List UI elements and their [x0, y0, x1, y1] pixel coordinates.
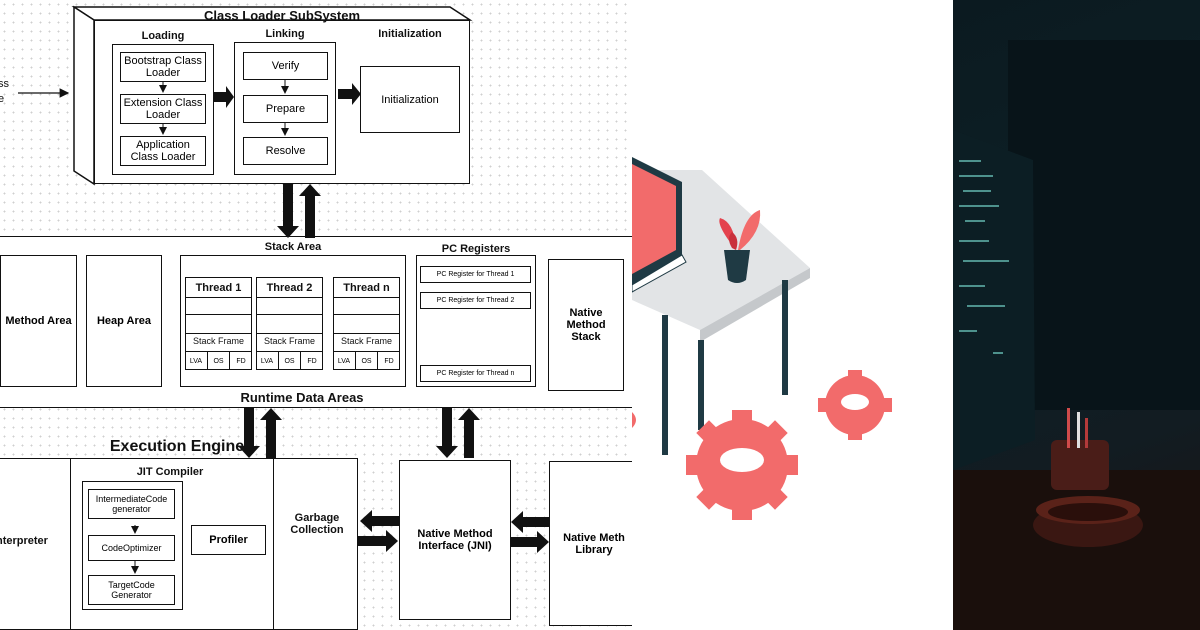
stack-frame-label: Stack Frame [340, 336, 392, 346]
edge-label-bottom: e [0, 93, 5, 105]
thread-1-divider [185, 314, 252, 315]
application-class-loader: Application Class Loader [120, 136, 206, 166]
stack-frame-label: Stack Frame [192, 336, 244, 346]
left-monitor [953, 130, 1035, 470]
stack-frame-label: Stack Frame [263, 336, 315, 346]
native-method-library: Native Meth Library [549, 461, 632, 626]
pc-register-thread-n: PC Register for Thread n [420, 365, 531, 382]
interpreter-label: nterpreter [0, 535, 48, 547]
thread-2-divider [256, 314, 323, 315]
verify-step: Verify [243, 52, 328, 80]
lva-cell: LVA [337, 357, 351, 365]
thread-column-n [333, 277, 400, 370]
pen-holder [1051, 408, 1109, 490]
prepare-step: Prepare [243, 95, 328, 123]
thread-2-divider [256, 297, 323, 298]
desk-leg [782, 280, 788, 395]
resolve-step: Resolve [243, 137, 328, 165]
fd-cell: FD [229, 352, 252, 370]
thread-n-divider [333, 314, 400, 315]
thread-2-divider [256, 333, 323, 334]
profiler: Profiler [191, 525, 266, 555]
heap-area: Heap Area [86, 255, 162, 387]
gear-fragment [632, 412, 636, 428]
large-gear [686, 410, 798, 520]
os-cell: OS [207, 352, 229, 370]
up-arrow-class-loader [299, 184, 321, 238]
desk-illustration-svg [632, 157, 892, 520]
pc-register-thread-1: PC Register for Thread 1 [420, 266, 531, 283]
monitor-screen [632, 164, 676, 274]
code-lines [959, 160, 1009, 354]
down-arrow-jni [436, 408, 458, 458]
initialization-label: Initialization [378, 28, 442, 40]
thread-n-divider [333, 297, 400, 298]
jni-to-lib-arrow [511, 531, 549, 553]
pc-registers-label: PC Registers [441, 243, 511, 255]
desk-illustration [632, 0, 953, 630]
plant-leaf [729, 232, 738, 250]
class-loader-title: Class Loader SubSystem [203, 8, 361, 23]
extension-class-loader: Extension Class Loader [120, 94, 206, 124]
runtime-title: Runtime Data Areas [240, 390, 364, 405]
method-area: Method Area [0, 255, 77, 387]
pc-register-thread-2: PC Register for Thread 2 [420, 292, 531, 309]
frame-cells: LVA OS FD [333, 351, 400, 371]
stack-area-label: Stack Area [264, 241, 322, 253]
thread-1-label: Thread 1 [195, 282, 242, 294]
bootstrap-class-loader: Bootstrap Class Loader [120, 52, 206, 82]
os-cell: OS [278, 352, 300, 370]
down-arrow-class-loader [277, 184, 299, 238]
garbage-collection: Garbage Collection [290, 512, 344, 536]
lva-cell: LVA [260, 357, 274, 365]
lva-cell: LVA [189, 357, 203, 365]
up-arrow-jni [458, 408, 480, 458]
jit-compiler-label: JIT Compiler [136, 466, 204, 478]
coding-desk-photo [953, 0, 1200, 630]
native-method-stack: Native Method Stack [548, 259, 624, 391]
edge-label-top: ss [0, 78, 9, 90]
os-cell: OS [355, 352, 377, 370]
thread-1-divider [185, 333, 252, 334]
jni-box: Native Method Interface (JNI) [399, 460, 511, 620]
desk-surface [953, 470, 1200, 630]
initialization-box: Initialization [360, 66, 460, 133]
code-optimizer: CodeOptimizer [88, 535, 175, 561]
plant-pot [724, 250, 750, 283]
thread-1-divider [185, 297, 252, 298]
gc-divider [273, 458, 274, 630]
thread-column-1 [185, 277, 252, 370]
jvm-architecture-diagram: ss e Class Loader SubSystem Loading Boot… [0, 0, 632, 630]
frame-cells: LVA OS FD [256, 351, 323, 371]
fd-cell: FD [300, 352, 323, 370]
desk-leg [662, 315, 668, 455]
target-code-generator: TargetCode Generator [88, 575, 175, 605]
intermediate-code-generator: IntermediateCode generator [88, 489, 175, 519]
keyboard [632, 254, 687, 293]
thread-2-label: Thread 2 [266, 282, 313, 294]
thread-column-2 [256, 277, 323, 370]
coding-desk-photo-svg [953, 40, 1200, 630]
interpreter-divider [70, 458, 71, 630]
jni-to-gc-arrow [360, 510, 399, 532]
loading-label: Loading [141, 30, 185, 42]
bowl-inside [1048, 503, 1128, 521]
thread-n-divider [333, 333, 400, 334]
plant-leaf [738, 210, 761, 250]
fd-cell: FD [377, 352, 400, 370]
lib-to-jni-arrow [511, 511, 549, 533]
thread-n-label: Thread n [343, 282, 390, 294]
small-gear [818, 370, 892, 440]
linking-label: Linking [265, 28, 305, 40]
gc-to-jni-arrow [358, 530, 398, 552]
monitor-back [1008, 40, 1200, 410]
desk-leg [698, 340, 704, 430]
execution-engine-title: Execution Engine [109, 438, 245, 455]
frame-cells: LVA OS FD [185, 351, 252, 371]
